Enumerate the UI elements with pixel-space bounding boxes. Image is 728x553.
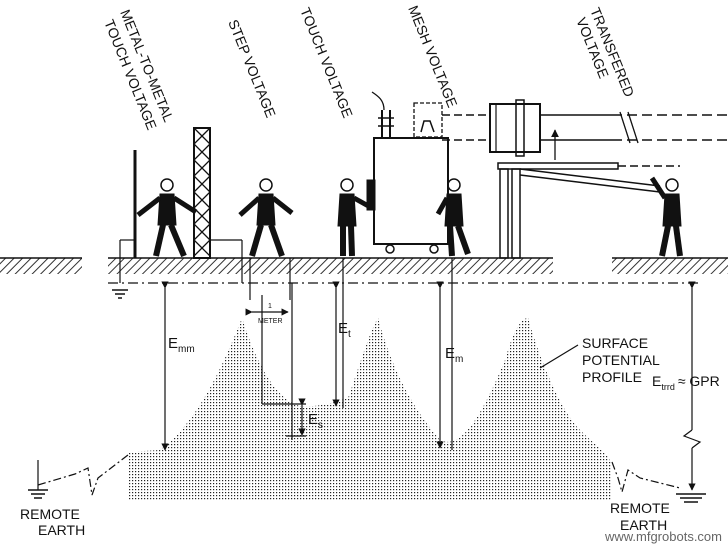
label-e-s: Es [308, 411, 323, 431]
person-metal-to-metal [136, 178, 198, 258]
label-e-mm: Emm [168, 335, 195, 355]
label-step-voltage: STEP VOLTAGE [225, 17, 279, 120]
label-meter-unit: METER [258, 318, 283, 325]
label-surface-2: POTENTIAL [582, 352, 660, 368]
label-e-trrd: Etrrd≈ GPR [652, 373, 720, 392]
measurement-arrows [161, 281, 702, 491]
label-remote-earth-left-1: REMOTE [20, 506, 80, 522]
label-e-t: Et [338, 320, 351, 340]
transformer [366, 91, 449, 254]
label-remote-earth-left-2: EARTH [38, 522, 85, 538]
label-mesh-voltage: MESH VOLTAGE [405, 3, 460, 109]
profile-leader [539, 344, 579, 369]
label-surface-3: PROFILE [582, 369, 642, 385]
ground-surface [0, 257, 728, 274]
bus-structure [442, 99, 728, 259]
remote-earth-right [611, 461, 706, 503]
remote-earth-left [28, 454, 129, 499]
label-surface-1: SURFACE [582, 335, 648, 351]
person-step-voltage [238, 178, 294, 258]
label-meter-value: 1 [268, 303, 272, 310]
fence-post [119, 150, 137, 283]
transmission-tower [193, 127, 243, 283]
label-remote-earth-right-1: REMOTE [610, 500, 670, 516]
label-touch-voltage: TOUCH VOLTAGE [297, 5, 356, 120]
ground-symbol-left [112, 289, 128, 299]
person-mesh-voltage [435, 178, 471, 257]
watermark: www.mfgrobots.com [604, 529, 722, 544]
label-remote-earth-right-2: EARTH [620, 517, 667, 533]
label-e-m: Em [445, 345, 463, 365]
person-transfered-voltage [649, 176, 683, 257]
surface-potential-profile [128, 318, 612, 500]
